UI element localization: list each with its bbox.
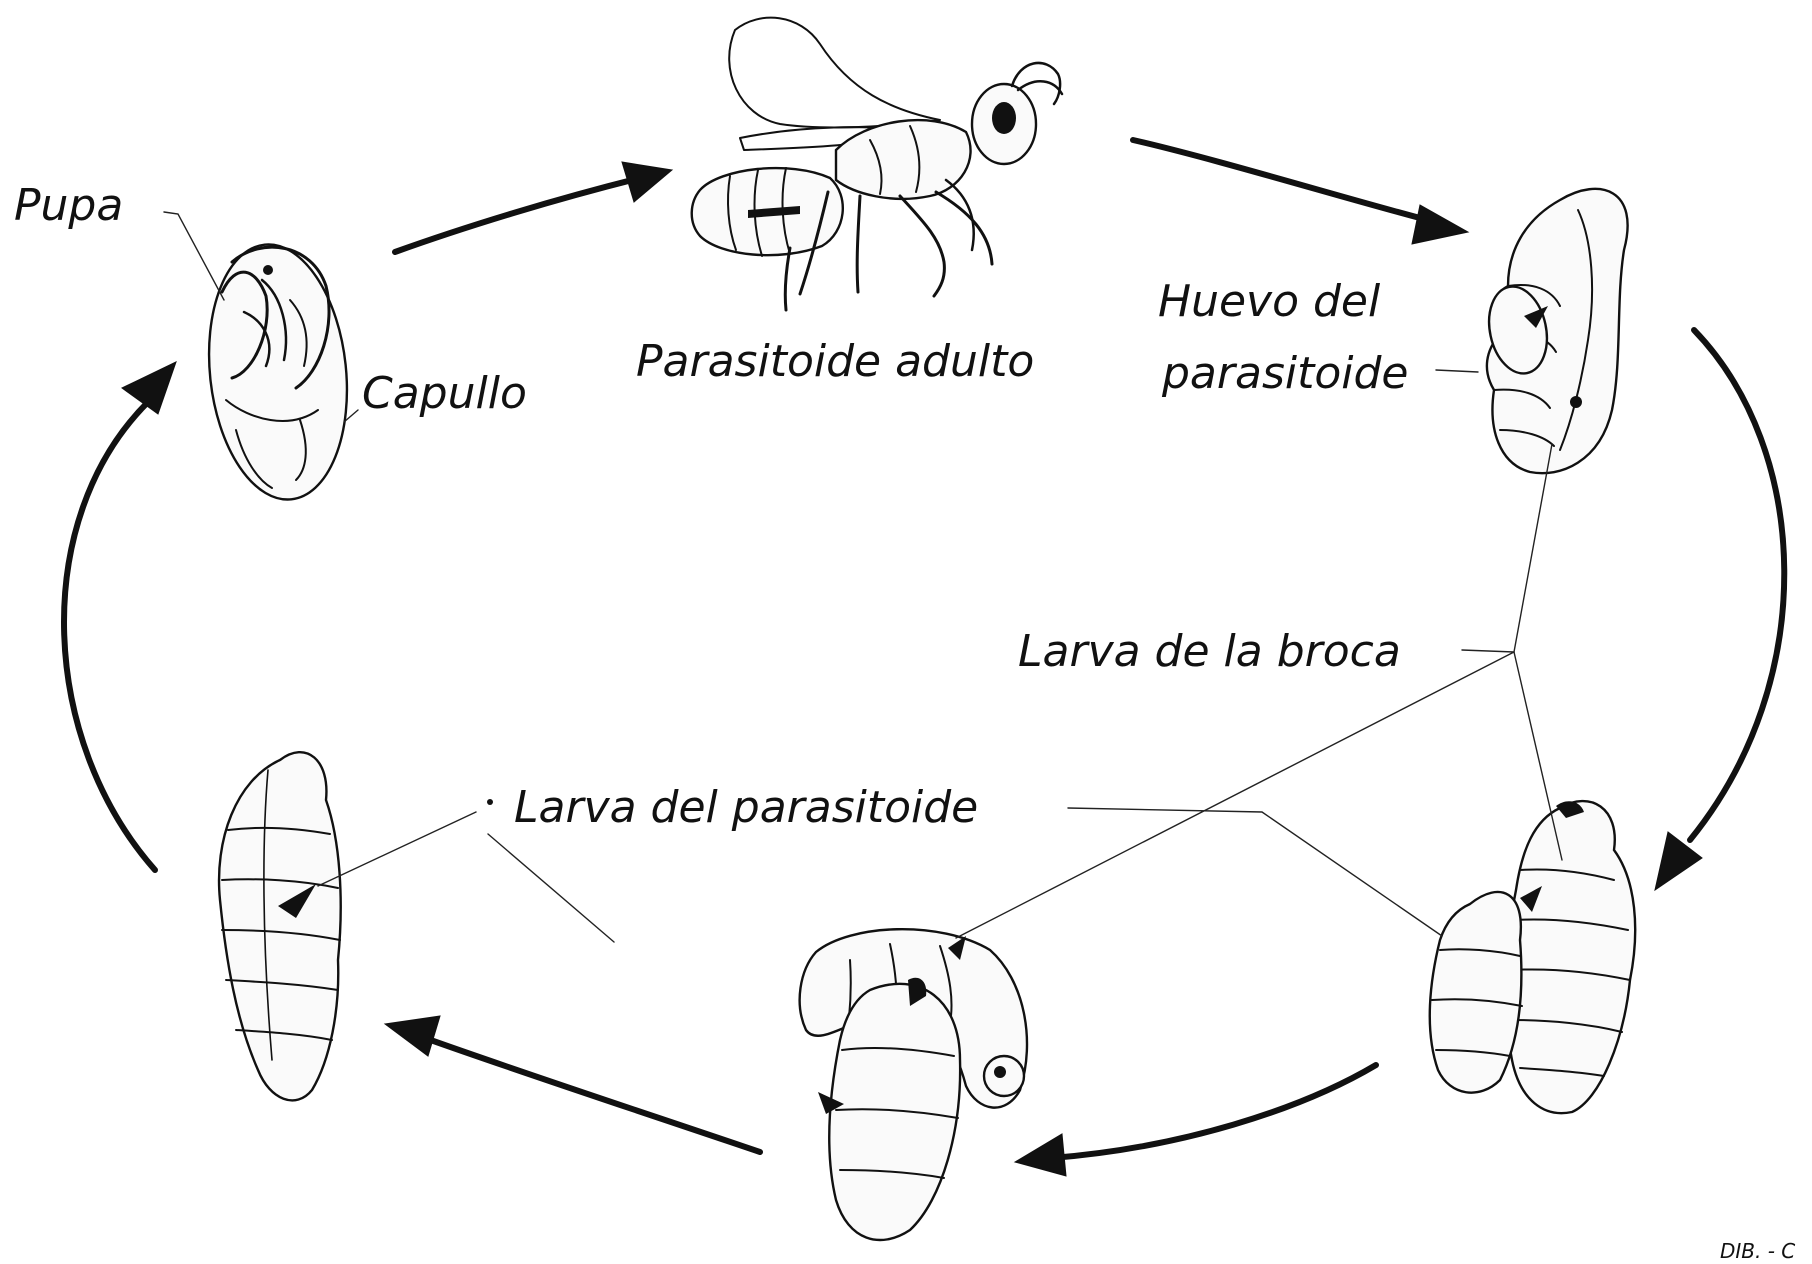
arrow-prepupa-to-pupa <box>61 361 177 873</box>
arrow-cocoon-to-adult <box>392 161 674 255</box>
labels: Pupa Capullo Parasitoide adulto Huevo de… <box>14 180 1795 1263</box>
label-pupa: Pupa <box>14 180 123 231</box>
label-capullo: Capullo <box>362 368 527 419</box>
prepupa-drawing <box>217 750 342 1102</box>
label-huevo-line1: Huevo del <box>1158 276 1381 327</box>
label-parasitoide-adulto: Parasitoide adulto <box>636 336 1034 387</box>
pupa-cocoon-drawing <box>207 243 349 501</box>
label-larva-parasitoide: Larva del parasitoide <box>514 782 978 833</box>
label-huevo-line2: parasitoide <box>1161 348 1409 399</box>
adult-parasitoid-drawing <box>690 16 1064 312</box>
arrow-egg-to-larva <box>1654 327 1788 892</box>
leader-lines <box>163 211 1563 943</box>
arrow-larva-to-feeding <box>1013 1062 1379 1177</box>
feeding-larva-drawing <box>798 928 1029 1242</box>
drawing-credit: DIB. - C <box>1720 1239 1795 1263</box>
arrow-adult-to-egg <box>1130 137 1470 245</box>
arrow-feeding-to-prepupa <box>383 1015 763 1155</box>
egg-on-larva-drawing <box>1485 187 1629 475</box>
cycle-arrows <box>61 137 1788 1177</box>
label-larva-broca: Larva de la broca <box>1018 626 1401 677</box>
parasitoid-larva-on-host-drawing <box>1428 799 1637 1115</box>
